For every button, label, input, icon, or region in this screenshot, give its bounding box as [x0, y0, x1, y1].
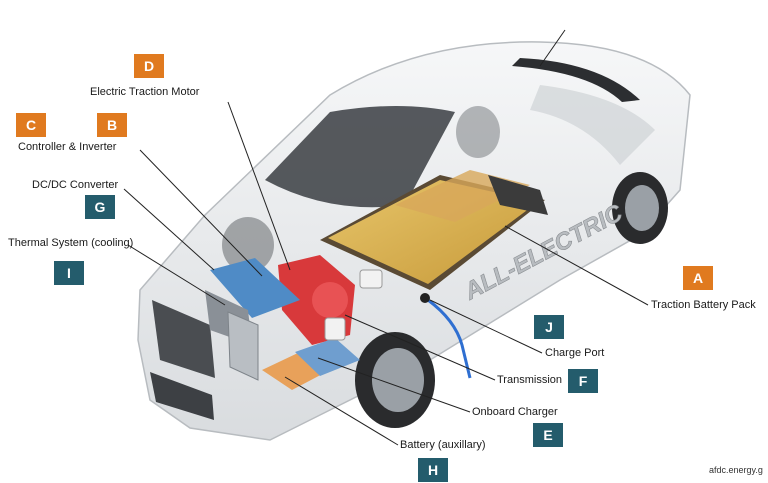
motor-housing [312, 282, 348, 318]
label-battery-auxillary: Battery (auxillary) [400, 439, 486, 451]
image-credit: afdc.energy.g [709, 465, 763, 475]
front-wheel-far [222, 217, 274, 273]
label-traction-battery-pack: Traction Battery Pack [651, 299, 756, 311]
leader-line-j [429, 299, 543, 354]
leader-lines [123, 29, 649, 446]
charge-cable [427, 298, 472, 379]
label-controller-inverter: Controller & Inverter [18, 141, 117, 153]
badge-a: A [683, 266, 713, 290]
badge-g: G [85, 195, 115, 219]
badge-e: E [533, 423, 563, 447]
battery-module-dark [488, 175, 548, 215]
leader-line-h [284, 376, 399, 446]
badge-c: C [16, 113, 46, 137]
front-wheel-rim [372, 348, 424, 412]
leader-line-d [227, 101, 291, 271]
leader-line-g [123, 188, 215, 271]
leader-line-a [504, 225, 649, 306]
leader-line-top [539, 29, 566, 67]
front-grille [152, 300, 215, 378]
label-transmission: Transmission [497, 374, 562, 386]
badge-f: F [568, 369, 598, 393]
label-thermal-system: Thermal System (cooling) [8, 237, 134, 249]
coolant-reservoir-2 [359, 269, 383, 289]
badge-h: H [418, 458, 448, 482]
badge-i: I [54, 261, 84, 285]
rear-wheel-far [456, 106, 500, 158]
label-onboard-charger: Onboard Charger [472, 406, 558, 418]
radiator [227, 311, 259, 381]
inverter-unit [210, 258, 300, 318]
rear-wheel-rim [625, 185, 659, 231]
lower-grille [150, 372, 214, 420]
onboard-charger [295, 338, 360, 376]
windshield [265, 106, 455, 208]
label-charge-port: Charge Port [545, 347, 605, 359]
charge-port-socket [420, 293, 430, 303]
label-electric-traction-motor: Electric Traction Motor [90, 86, 200, 98]
badge-d: D [134, 54, 164, 78]
rear-window [530, 85, 655, 165]
roof-panel [512, 58, 640, 102]
leader-line-e [317, 357, 471, 413]
leader-line-f [344, 314, 496, 381]
badge-j: J [534, 315, 564, 339]
leader-line-b [139, 149, 263, 277]
badge-b: B [97, 113, 127, 137]
coolant-reservoir [324, 317, 346, 341]
label-dc-dc-converter: DC/DC Converter [32, 179, 119, 191]
leader-line-i [127, 244, 226, 306]
